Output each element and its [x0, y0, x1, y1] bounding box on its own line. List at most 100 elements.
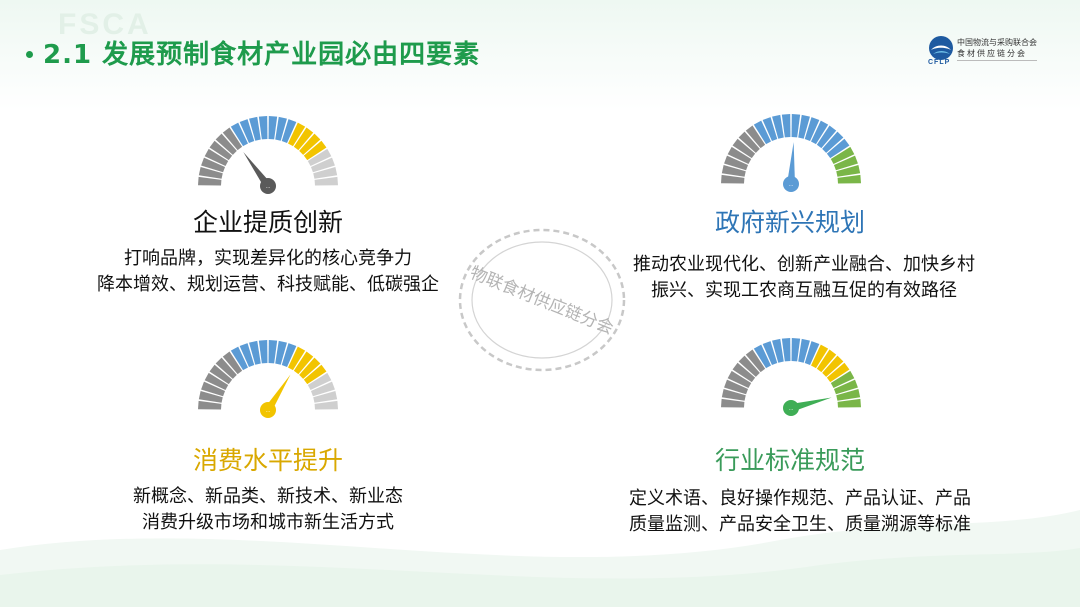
title-row: 2.1 发展预制食材产业园必由四要素 — [26, 34, 480, 71]
gauge-segment — [215, 133, 237, 155]
gauge-segment — [314, 400, 338, 410]
gauge-segment — [281, 343, 297, 368]
gauge-segment — [837, 398, 861, 408]
gauge-segment — [310, 157, 335, 173]
gauge-segment — [798, 338, 810, 363]
gauge-segment — [772, 338, 784, 363]
gauge-segment — [727, 370, 752, 388]
gauge-segment — [811, 344, 829, 369]
block-title-government: 政府新兴规划 — [714, 208, 865, 237]
gauge-segment — [837, 174, 861, 184]
gauge-segment — [313, 391, 338, 403]
gauge-segment — [721, 174, 745, 184]
gauge-segment — [822, 355, 844, 377]
org-name: 中国物流与采购联合会 — [957, 38, 1037, 47]
logo-divider — [957, 60, 1037, 61]
gauge-segment — [293, 127, 314, 151]
gauge-hub-label: ... — [789, 406, 794, 412]
org-branch: 食材供应链分会 — [957, 49, 1027, 58]
watermark-logo: FSCA — [58, 8, 152, 41]
gauge-segment — [299, 357, 321, 379]
gauge-segment — [826, 138, 850, 159]
block-desc-line: 消费升级市场和城市新生活方式 — [142, 512, 394, 533]
gauge-segment — [198, 167, 223, 179]
gauge-segment — [198, 391, 223, 403]
gauge-hub-label: ... — [789, 182, 794, 188]
gauge-needle-icon — [790, 397, 832, 412]
gauge-industry-standard: ... — [721, 338, 861, 416]
gauge-segment — [204, 148, 229, 166]
watermark-stamp-text: 物联食材供应链分会 — [467, 263, 616, 339]
gauge-segment — [198, 400, 222, 410]
block-desc-line: 振兴、实现工农商互融互促的有效路径 — [651, 280, 957, 301]
gauge-segment — [201, 381, 226, 397]
block-desc-consumption: 新概念、新品类、新技术、新业态 消费升级市场和城市新生活方式 — [88, 484, 448, 536]
gauge-segment — [762, 341, 778, 366]
gauge-hub-icon — [260, 402, 276, 418]
gauge-segment — [822, 131, 844, 153]
gauge-segment — [791, 114, 801, 138]
gauge-segment — [826, 362, 850, 383]
header-band — [0, 0, 1080, 110]
gauge-segment — [727, 146, 752, 164]
block-desc-government: 推动农业现代化、创新产业融合、加快乡村 振兴、实现工农商互融互促的有效路径 — [584, 252, 1024, 304]
gauge-segment — [268, 340, 278, 364]
gauge-segment — [303, 140, 327, 161]
gauge-segment — [299, 133, 321, 155]
globe-logo-icon — [929, 36, 953, 60]
gauge-segment — [721, 398, 745, 408]
gauge-segment — [249, 116, 261, 141]
block-title-enterprise: 企业提质创新 — [192, 208, 343, 237]
gauge-segment — [816, 125, 837, 149]
gauge-segment — [249, 340, 261, 365]
block-title-industry-standard: 行业标准规范 — [714, 446, 865, 475]
gauge-segment — [313, 167, 338, 179]
gauge-segment — [724, 155, 749, 171]
org-abbr: CFLP — [928, 59, 951, 66]
gauge-segment — [239, 119, 255, 144]
bullet-dot-icon — [26, 50, 33, 58]
gauge-segment — [307, 148, 332, 166]
gauge-segment — [745, 125, 766, 149]
gauge-segment — [293, 351, 314, 375]
gauge-segment — [732, 138, 756, 159]
gauge-consumption: ... — [198, 340, 338, 418]
gauge-segment — [288, 122, 306, 147]
gauge-segment — [275, 116, 287, 141]
gauge-segment — [209, 140, 233, 161]
gauge-segment — [258, 340, 268, 364]
gauge-segment — [201, 157, 226, 173]
gauge-segment — [288, 346, 306, 371]
gauge-segment — [724, 379, 749, 395]
gauge-segment — [753, 344, 771, 369]
gauge-segment — [204, 372, 229, 390]
gauge-segment — [816, 349, 837, 373]
gauge-segment — [215, 357, 237, 379]
gauge-segment — [781, 114, 791, 138]
gauge-segment — [239, 343, 255, 368]
gauge-segment — [811, 120, 829, 145]
gauge-hub-label: ... — [266, 184, 271, 190]
gauge-segment — [753, 120, 771, 145]
gauge-segment — [222, 351, 243, 375]
gauge-segment — [798, 114, 810, 139]
gauge-segment — [721, 389, 746, 401]
gauge-hub-icon — [260, 178, 276, 194]
gauge-segment — [281, 119, 297, 144]
gauge-government: ... — [721, 114, 861, 192]
block-desc-line: 定义术语、良好操作规范、产品认证、产品 — [629, 488, 971, 509]
gauge-segment — [268, 116, 278, 140]
gauge-hub-icon — [783, 176, 799, 192]
gauge-needle-icon — [787, 142, 795, 185]
gauge-segment — [721, 165, 746, 177]
gauge-segment — [307, 372, 332, 390]
gauge-segment — [303, 364, 327, 385]
bottom-wave-decoration — [0, 510, 1080, 607]
gauge-segment — [772, 114, 784, 139]
gauge-segment — [791, 338, 801, 362]
gauge-segment — [833, 155, 858, 171]
gauge-segment — [732, 362, 756, 383]
gauge-segment — [198, 176, 222, 186]
gauge-segment — [833, 379, 858, 395]
